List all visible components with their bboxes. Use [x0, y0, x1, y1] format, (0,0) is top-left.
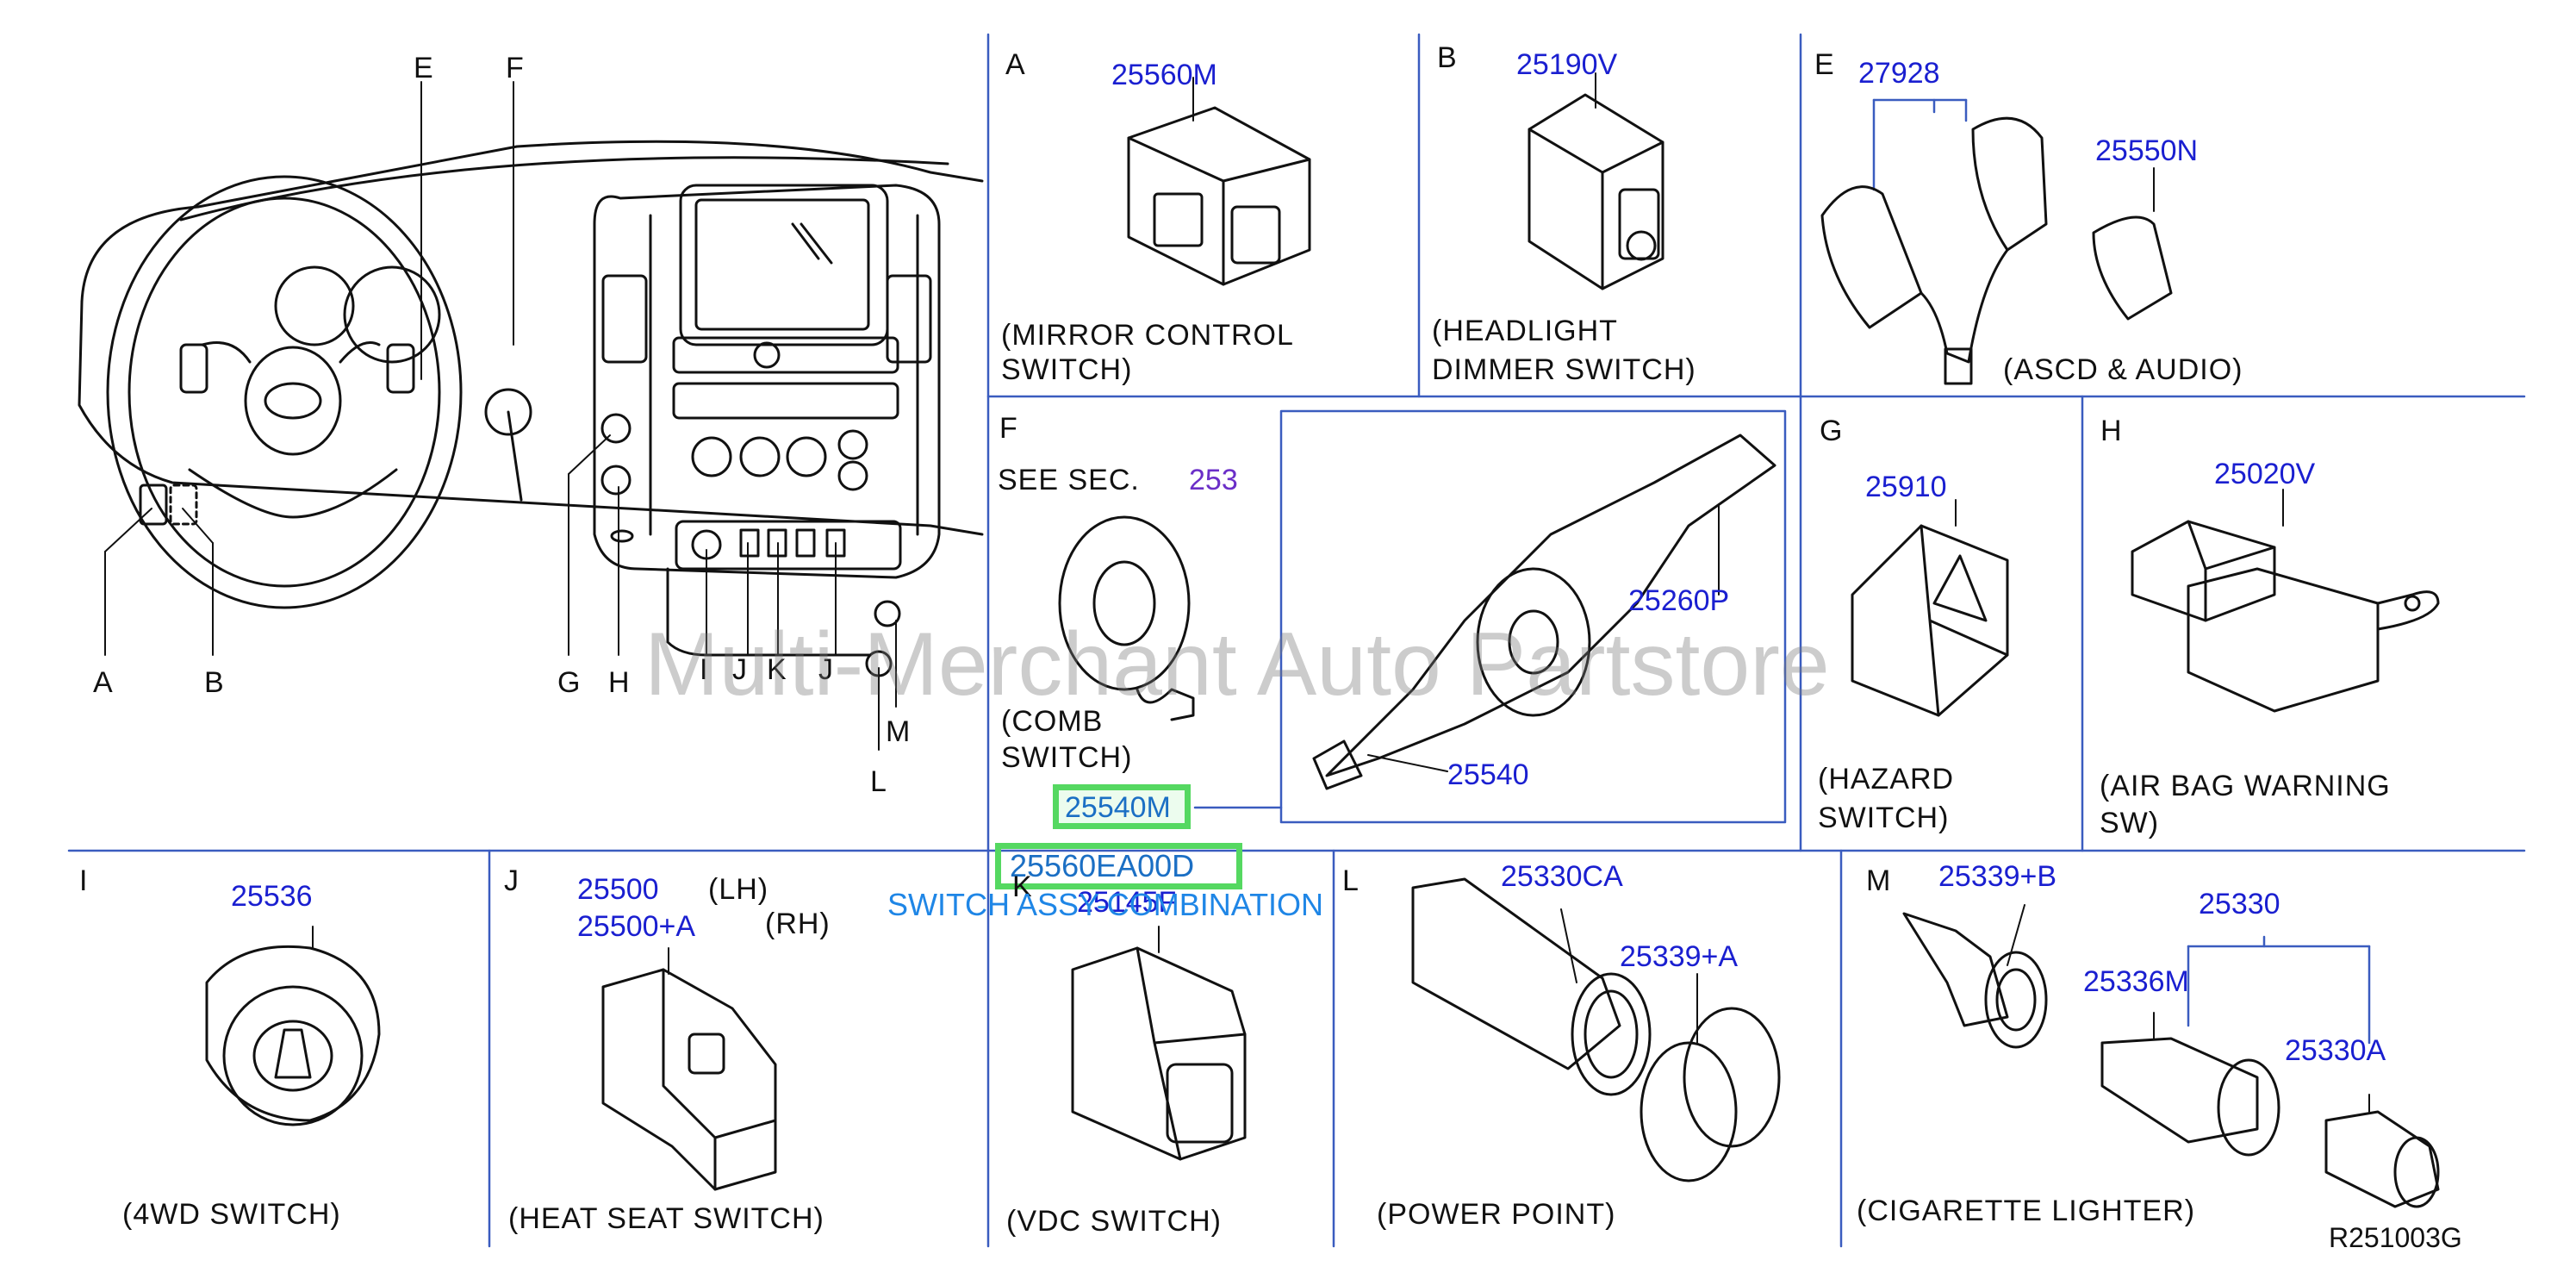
panel-h-letter: H — [2100, 415, 2123, 447]
part-25260p[interactable]: 25260P — [1628, 584, 1730, 617]
part-25330a[interactable]: 25330A — [2285, 1034, 2386, 1067]
panel-g-letter: G — [1820, 415, 1844, 447]
cigarette-lighter-drawing — [1902, 904, 2440, 1208]
part-25330[interactable]: 25330 — [2199, 888, 2280, 920]
part-25540m[interactable]: 25540M — [1065, 791, 1171, 824]
overview-label-e: E — [414, 52, 434, 84]
part-25536[interactable]: 25536 — [231, 880, 313, 913]
vdc-switch-drawing — [1071, 926, 1247, 1161]
panel-k-letter: K — [1012, 870, 1033, 903]
panel-grid — [67, 33, 2526, 1248]
headlight-dimmer-drawing — [1528, 72, 1664, 290]
panel-i-letter: I — [79, 864, 89, 897]
see-section-text: SEE SEC. — [998, 464, 1140, 496]
panel-e-letter: E — [1814, 48, 1835, 81]
part-25339b[interactable]: 25339+B — [1938, 860, 2057, 893]
panel-e-caption: (ASCD & AUDIO) — [2003, 353, 2243, 386]
overview-label-h: H — [608, 666, 631, 699]
figure-id: R251003G — [2329, 1222, 2462, 1253]
part-27928[interactable]: 27928 — [1858, 57, 1940, 90]
4wd-switch-drawing — [205, 926, 381, 1126]
lh-label: (LH) — [708, 873, 769, 906]
part-25540[interactable]: 25540 — [1447, 758, 1529, 791]
panel-l-caption: (POWER POINT) — [1377, 1198, 1616, 1231]
highlight-box-25560ea00d — [995, 843, 1242, 889]
overview-label-f: F — [506, 52, 525, 84]
overview-label-j: J — [732, 653, 748, 686]
part-25145f[interactable]: 25145F — [1077, 886, 1177, 919]
hazard-switch-drawing — [1851, 499, 2009, 717]
dashboard-overview — [78, 81, 984, 751]
highlight-box-25540m — [1053, 784, 1191, 829]
panel-a-caption-1: (MIRROR CONTROL — [1001, 319, 1294, 352]
overview-label-a: A — [93, 666, 114, 699]
overview-label-j2: J — [818, 653, 834, 686]
watermark: Multi-Merchant Auto Partstore — [644, 615, 1830, 714]
panel-f-caption-1: (COMB — [1001, 705, 1104, 738]
panel-b-caption-2: DIMMER SWITCH) — [1432, 353, 1696, 386]
panel-a-caption-2: SWITCH) — [1001, 353, 1133, 386]
overview-label-l: L — [870, 765, 887, 798]
panel-h-caption-1: (AIR BAG WARNING — [2100, 770, 2391, 802]
part-25560ea00d[interactable]: 25560EA00D — [1010, 848, 1195, 883]
panel-b-caption-1: (HEADLIGHT — [1432, 315, 1618, 347]
panel-h-caption-2: SW) — [2100, 807, 2160, 839]
panel-l-letter: L — [1342, 864, 1360, 897]
panel-j-letter: J — [504, 864, 520, 897]
overview-label-g: G — [557, 666, 582, 699]
part-25550n[interactable]: 25550N — [2095, 134, 2199, 167]
steering-switches-drawing — [1820, 116, 2173, 385]
panel-i-caption: (4WD SWITCH) — [122, 1198, 341, 1231]
panel-g-caption-2: SWITCH) — [1818, 802, 1950, 834]
rh-label: (RH) — [765, 908, 831, 940]
panel-g-caption-1: (HAZARD — [1818, 763, 1955, 795]
part-25500[interactable]: 25500 — [577, 873, 659, 906]
panel-m-letter: M — [1866, 864, 1892, 897]
panel-f-letter: F — [999, 412, 1018, 445]
overview-label-b: B — [204, 666, 225, 699]
panel-a-letter: A — [1005, 48, 1026, 81]
panel-k-caption: (VDC SWITCH) — [1006, 1205, 1222, 1238]
part-25190v[interactable]: 25190V — [1516, 48, 1618, 81]
overview-label-k: K — [767, 653, 787, 686]
heat-seat-switch-drawing — [601, 947, 777, 1191]
part-25330ca[interactable]: 25330CA — [1501, 860, 1623, 893]
comb-switch-drawing — [1058, 434, 1776, 790]
highlight-description: SWITCH ASSY-COMBINATION — [887, 887, 1324, 922]
panel-f-caption-2: SWITCH) — [1001, 741, 1133, 774]
power-point-drawing — [1411, 877, 1781, 1182]
panel-j-caption: (HEAT SEAT SWITCH) — [508, 1202, 824, 1235]
overview-label-i: I — [700, 653, 709, 686]
airbag-warning-drawing — [2131, 489, 2440, 713]
section-253-link[interactable]: 253 — [1189, 464, 1238, 496]
part-25910[interactable]: 25910 — [1865, 471, 1947, 503]
mirror-control-switch-drawing — [1127, 77, 1311, 286]
part-25339a[interactable]: 25339+A — [1620, 940, 1739, 973]
part-25500a[interactable]: 25500+A — [577, 910, 696, 943]
part-25020v[interactable]: 25020V — [2214, 458, 2316, 490]
panel-b-letter: B — [1437, 41, 1458, 74]
overview-label-m: M — [886, 715, 912, 748]
part-25336m[interactable]: 25336M — [2083, 965, 2189, 998]
part-25560m[interactable]: 25560M — [1111, 59, 1217, 91]
panel-m-caption: (CIGARETTE LIGHTER) — [1857, 1195, 2196, 1227]
